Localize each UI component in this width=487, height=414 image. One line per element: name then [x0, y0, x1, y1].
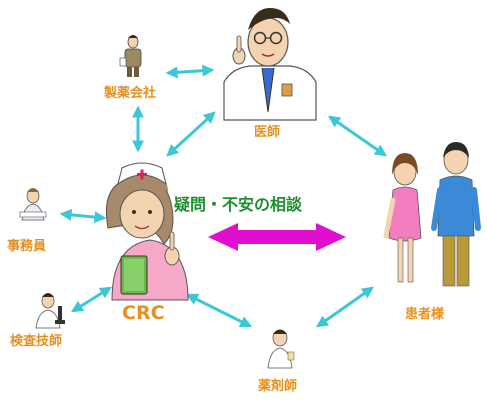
- label-crc: CRC: [122, 302, 165, 324]
- arrow-clerk-crc: [59, 208, 107, 224]
- label-pharma-company: 製薬会社: [104, 86, 157, 101]
- label-clerk: 事務員: [7, 239, 47, 254]
- pharmacist-icon: [267, 329, 295, 369]
- arrow-pharma-doctor: [165, 64, 215, 79]
- lab-technician-icon: [35, 293, 65, 329]
- arrow-crc-pharmacist: [185, 293, 253, 328]
- arrow-pharmacist-patients: [316, 286, 374, 328]
- consultation-caption: 疑問・不安の相談: [174, 195, 303, 214]
- label-doctor: 医師: [254, 125, 281, 140]
- consultation-arrow: [208, 223, 346, 251]
- clerk-icon: [19, 188, 47, 221]
- label-lab-technician: 検査技師: [10, 334, 63, 349]
- label-patients: 患者様: [405, 307, 445, 322]
- crc-nurse-icon: [105, 162, 189, 301]
- patients-icon: [383, 142, 481, 287]
- label-pharmacist: 薬剤師: [258, 379, 298, 394]
- pharma-person-icon: [119, 35, 142, 77]
- arrow-doctor-patients: [328, 115, 387, 157]
- arrow-doctor-crc: [166, 111, 216, 157]
- arrow-labtech-crc: [70, 286, 113, 313]
- doctor-icon: [223, 8, 317, 121]
